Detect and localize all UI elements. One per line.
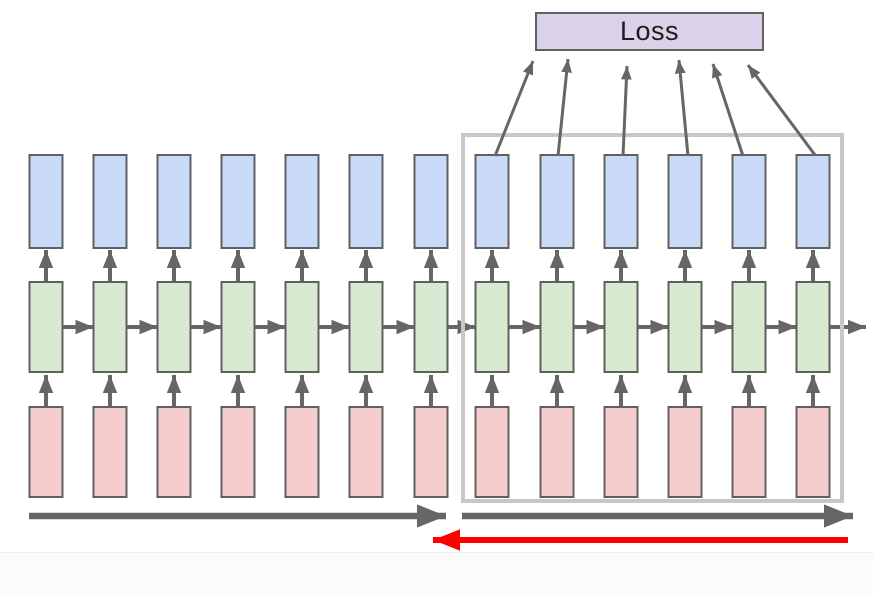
input-box-t7 (413, 406, 449, 498)
output-box-t5 (284, 154, 320, 249)
output-box-t8 (474, 154, 510, 249)
input-box-t2 (92, 406, 128, 498)
output-to-loss-arrow-1 (493, 60, 535, 157)
input-box-t8 (474, 406, 510, 498)
hidden-state-box-t7 (413, 281, 449, 373)
input-box-t12 (731, 406, 767, 498)
input-box-t3 (156, 406, 192, 498)
hidden-state-box-t9 (539, 281, 575, 373)
output-to-loss-arrow-5 (711, 63, 745, 157)
output-box-t7 (413, 154, 449, 249)
hidden-state-box-t3 (156, 281, 192, 373)
input-box-t10 (603, 406, 639, 498)
hidden-state-box-t13 (795, 281, 831, 373)
output-box-t13 (795, 154, 831, 249)
output-box-t10 (603, 154, 639, 249)
output-to-loss-arrow-3 (621, 65, 632, 157)
input-box-t1 (28, 406, 64, 498)
loss-box: Loss (535, 12, 764, 51)
hidden-state-box-t2 (92, 281, 128, 373)
input-box-t9 (539, 406, 575, 498)
output-box-t2 (92, 154, 128, 249)
hidden-state-box-t8 (474, 281, 510, 373)
slide-footer-strip (0, 552, 873, 594)
output-box-t9 (539, 154, 575, 249)
output-to-loss-arrow-4 (674, 59, 690, 157)
hidden-state-box-t10 (603, 281, 639, 373)
input-box-t11 (667, 406, 703, 498)
loss-label: Loss (619, 16, 680, 46)
hidden-state-box-t1 (28, 281, 64, 373)
hidden-state-box-t6 (348, 281, 384, 373)
output-box-t4 (220, 154, 256, 249)
output-to-loss-arrow-2 (556, 58, 572, 157)
hidden-state-box-t4 (220, 281, 256, 373)
output-box-t3 (156, 154, 192, 249)
hidden-state-box-t11 (667, 281, 703, 373)
output-box-t11 (667, 154, 703, 249)
input-box-t13 (795, 406, 831, 498)
output-box-t12 (731, 154, 767, 249)
truncation-window-outline (461, 133, 844, 503)
input-box-t6 (348, 406, 384, 498)
output-box-t1 (28, 154, 64, 249)
hidden-state-box-t5 (284, 281, 320, 373)
output-to-loss-arrow-6 (746, 64, 817, 156)
hidden-state-box-t12 (731, 281, 767, 373)
input-box-t4 (220, 406, 256, 498)
output-box-t6 (348, 154, 384, 249)
input-box-t5 (284, 406, 320, 498)
